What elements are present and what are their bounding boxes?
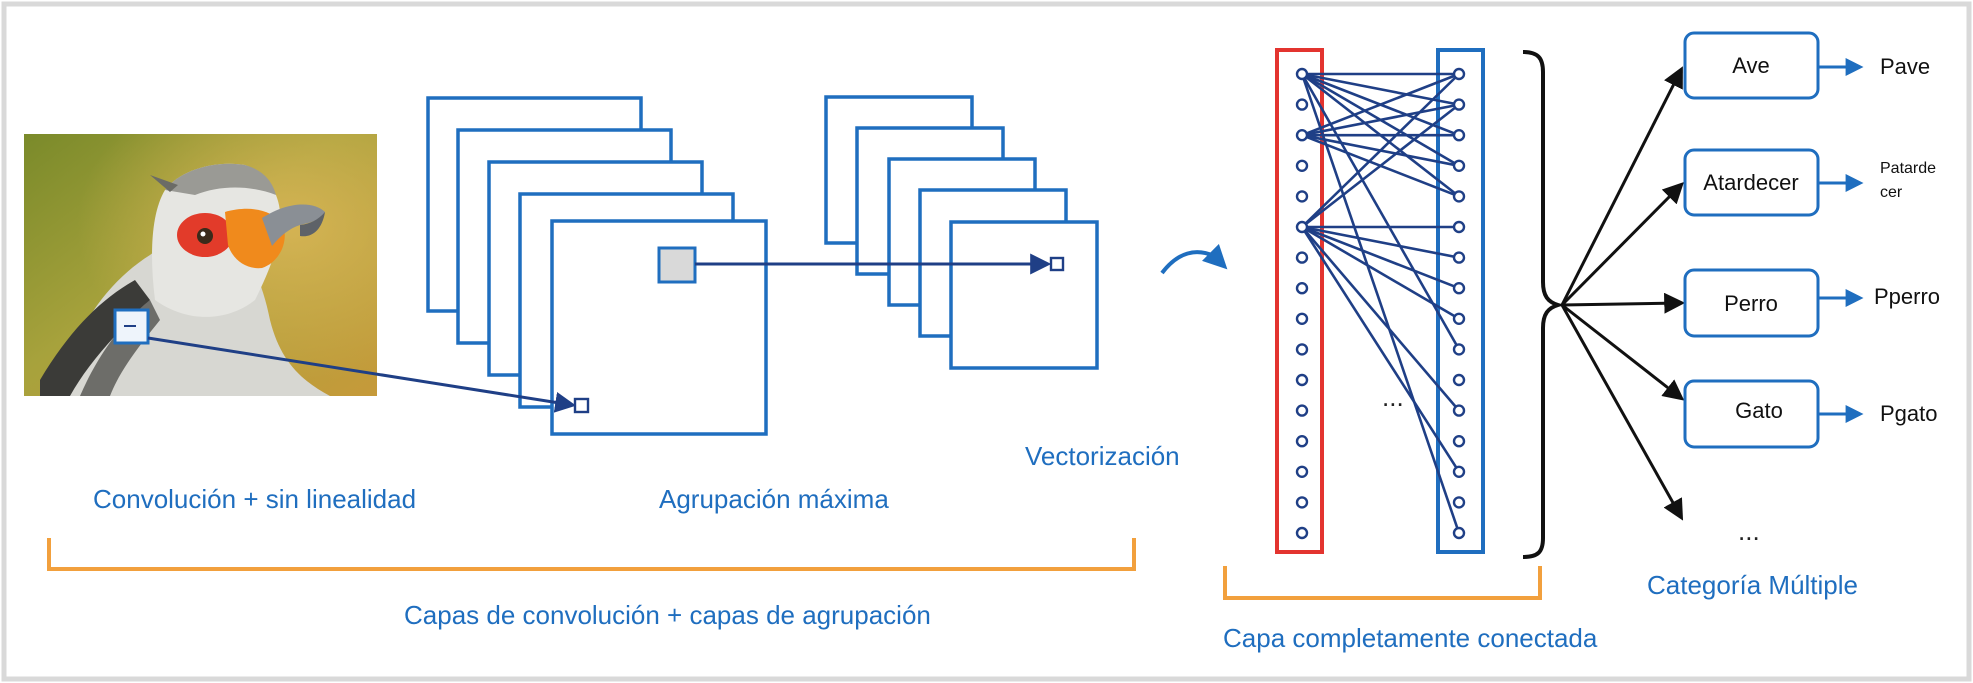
dense-neuron — [1452, 343, 1466, 356]
pooled-map-5 — [949, 220, 1099, 370]
caption-multi-category: Categoría Múltiple — [1647, 570, 1858, 600]
dense-neuron — [1452, 67, 1466, 81]
dense-neuron — [1452, 251, 1466, 264]
conv-pool-bracket — [47, 538, 1136, 571]
convolution-feature-maps — [426, 96, 768, 436]
dense-neuron — [1452, 128, 1466, 142]
dense-neuron — [1452, 496, 1466, 509]
fan-arrow-5 — [1560, 304, 1684, 521]
flatten-layer — [1275, 48, 1324, 554]
fan-arrow-4 — [1561, 303, 1685, 401]
flatten-neuron — [1295, 526, 1309, 540]
class-label-gato: Gato — [1735, 398, 1783, 423]
connection-line — [1301, 103, 1460, 137]
pooling-window — [657, 246, 697, 284]
caption-convolution: Convolución + sin linealidad — [93, 484, 416, 514]
output-fan-arrows — [1560, 66, 1686, 521]
connection-line — [1301, 225, 1460, 320]
flatten-neuron — [1295, 435, 1309, 448]
pooled-feature-maps — [824, 95, 1099, 370]
flatten-neuron — [1295, 190, 1309, 203]
fan-arrow-2 — [1560, 182, 1684, 307]
conv-arrow — [147, 336, 577, 413]
prob-ave: Pave — [1880, 54, 1930, 79]
dense-neuron — [1452, 190, 1466, 203]
class-atardecer: Atardecer Patarde cer — [1683, 148, 1936, 217]
classes-ellipsis: ... — [1738, 516, 1760, 546]
prob-gato: Pgato — [1880, 401, 1938, 426]
caption-fully-connected: Capa completamente conectada — [1223, 623, 1598, 653]
fan-arrow-1 — [1560, 66, 1683, 306]
conv-target-cell — [573, 397, 590, 414]
fc-bracket — [1223, 566, 1542, 600]
prob-perro: Pperro — [1874, 284, 1940, 309]
connection-line — [1300, 73, 1461, 534]
dense-neuron — [1452, 282, 1466, 295]
dense-neuron — [1452, 159, 1466, 173]
prob-atardecer-1: Patarde — [1880, 160, 1936, 177]
connection-line — [1300, 226, 1461, 473]
caption-flatten: Vectorización — [1025, 441, 1180, 471]
dense-neuron — [1452, 404, 1466, 417]
caption-max-pooling: Agrupación máxima — [659, 484, 889, 514]
receptive-field-box — [113, 308, 150, 345]
connection-line — [1300, 73, 1461, 351]
flatten-neuron — [1295, 496, 1309, 509]
flatten-neuron — [1295, 282, 1309, 295]
flatten-neuron — [1295, 98, 1309, 111]
class-label-atardecer: Atardecer — [1703, 170, 1798, 195]
prob-atardecer-2: cer — [1880, 184, 1903, 201]
connection-line — [1301, 73, 1460, 228]
connection-line — [1301, 226, 1460, 412]
dense-neuron — [1452, 373, 1466, 387]
flatten-neuron — [1295, 159, 1309, 173]
connection-line — [1301, 103, 1460, 229]
output-bracket — [1522, 50, 1565, 559]
class-label-ave: Ave — [1732, 53, 1770, 78]
input-bird-image — [24, 134, 377, 396]
connection-line — [1301, 225, 1460, 259]
dense-neuron — [1452, 220, 1466, 234]
curved-arrow-icon — [1160, 243, 1228, 275]
flatten-neuron — [1295, 220, 1309, 234]
flatten-neuron — [1295, 373, 1309, 387]
caption-conv-pool-layers: Capas de convolución + capas de agrupaci… — [404, 600, 931, 630]
flatten-neuron — [1295, 404, 1309, 417]
connection-line — [1301, 225, 1460, 290]
flatten-neuron — [1295, 465, 1309, 478]
pooled-target-cell — [1049, 256, 1065, 272]
dense-neuron — [1452, 98, 1466, 111]
class-label-perro: Perro — [1724, 291, 1778, 316]
class-perro: Perro Pperro — [1683, 268, 1940, 338]
dense-layer — [1436, 48, 1485, 554]
hidden-nodes-ellipsis: ... — [1382, 382, 1404, 412]
flatten-neuron — [1295, 128, 1309, 142]
class-box-perro — [1683, 268, 1820, 338]
dense-neuron — [1452, 435, 1466, 448]
flatten-neuron — [1295, 343, 1309, 356]
dense-connections — [1300, 72, 1461, 534]
flatten-nodes — [1295, 67, 1309, 540]
connection-line — [1301, 72, 1460, 106]
dense-neuron — [1452, 465, 1466, 478]
flatten-neuron — [1295, 251, 1309, 264]
class-gato: Gato Pgato — [1683, 379, 1938, 449]
class-ave: Ave Pave — [1683, 31, 1930, 100]
dense-nodes — [1452, 67, 1466, 540]
connection-line — [1301, 72, 1460, 137]
flatten-neuron — [1295, 312, 1309, 325]
dense-neuron — [1452, 312, 1466, 325]
fan-arrow-3 — [1561, 292, 1686, 314]
dense-neuron — [1452, 526, 1466, 540]
flatten-neuron — [1295, 67, 1309, 81]
